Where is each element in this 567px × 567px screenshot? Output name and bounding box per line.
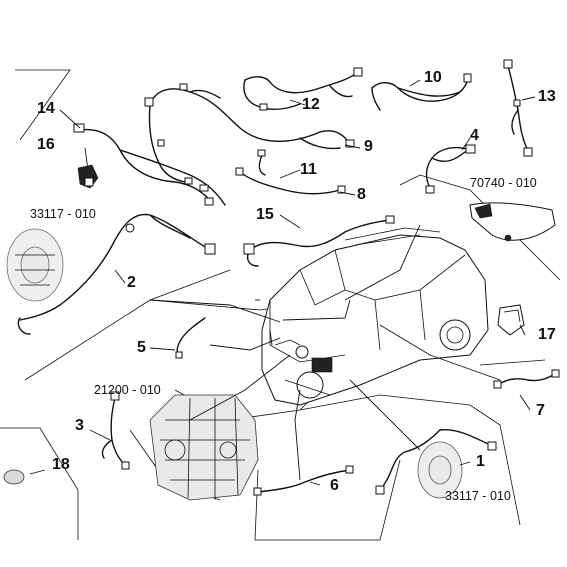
label-leaders <box>29 79 536 486</box>
part-7-harness <box>493 369 560 389</box>
brake-disc-left <box>6 228 64 302</box>
engine-assembly <box>149 394 259 501</box>
part-5-harness <box>175 317 206 359</box>
part-16-sensor <box>77 164 99 189</box>
callout-18: 18 <box>52 456 70 473</box>
part-3-harness <box>101 391 130 470</box>
part-17-bracket <box>497 304 525 336</box>
callout-9: 9 <box>364 138 373 155</box>
part-1-harness <box>375 428 497 499</box>
harness-2 <box>6 213 216 335</box>
callout-8: 8 <box>357 186 366 203</box>
callout-16: 16 <box>37 136 55 153</box>
callout-10: 10 <box>424 69 442 86</box>
callout-12: 12 <box>302 96 320 113</box>
reference-70740: 70740 - 010 <box>470 176 537 190</box>
harness-9 <box>144 83 355 183</box>
reference-33117-bottom: 33117 - 010 <box>445 489 511 503</box>
leader-lines <box>149 224 501 481</box>
callout-14: 14 <box>37 100 55 117</box>
callout-11: 11 <box>300 161 317 178</box>
part-18-cap <box>3 469 25 485</box>
harness-8 <box>235 167 346 195</box>
harness-10 <box>371 73 472 111</box>
callout-3: 3 <box>75 417 84 434</box>
callout-13: 13 <box>538 88 556 105</box>
callout-2: 2 <box>127 274 136 291</box>
reference-21200: 21200 - 010 <box>94 383 161 397</box>
part-6-harness <box>253 465 354 496</box>
callout-6: 6 <box>330 477 339 494</box>
callout-1: 1 <box>476 453 485 470</box>
callout-5: 5 <box>137 339 146 356</box>
harness-15 <box>243 215 395 267</box>
harness-11 <box>257 149 266 176</box>
harness-13 <box>503 59 533 157</box>
rear-view-mirror <box>469 202 556 242</box>
brake-disc-right <box>417 441 463 499</box>
reference-33117-top: 33117 - 010 <box>30 207 96 221</box>
harness-4 <box>425 144 476 194</box>
harness-14 <box>73 123 226 206</box>
callout-7: 7 <box>536 402 545 419</box>
callout-4: 4 <box>470 127 479 144</box>
harness-12 <box>243 67 363 111</box>
callout-15: 15 <box>256 206 274 223</box>
callout-17: 17 <box>538 326 556 343</box>
car-outline <box>261 227 489 406</box>
